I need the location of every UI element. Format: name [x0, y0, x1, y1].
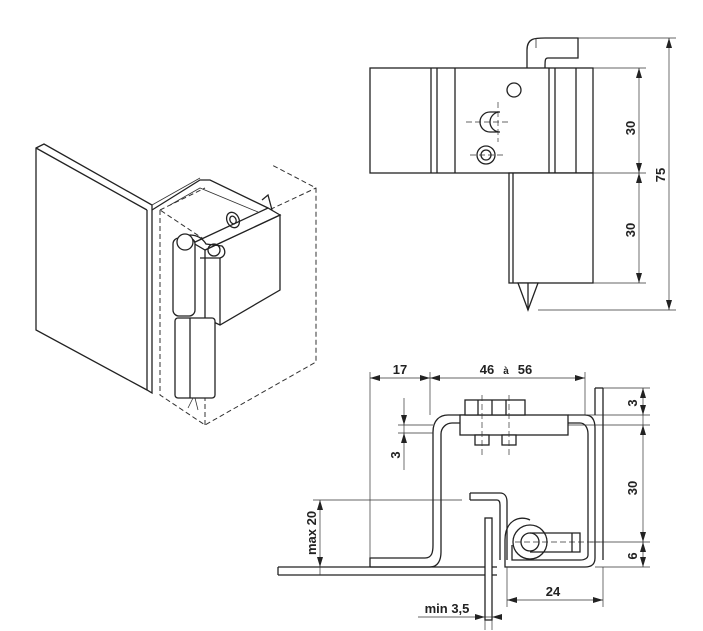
pin-head-icon — [176, 233, 194, 251]
dim-range-max: 56 — [518, 362, 532, 377]
section-view: 17 46 à 56 3 3 30 6 max 20 24 min 3,5 — [277, 362, 650, 630]
door-leaf — [470, 492, 508, 560]
slot-hole — [479, 111, 501, 133]
dim-height-top: 30 — [623, 121, 638, 135]
dim-min-thickness: min 3,5 — [425, 601, 470, 616]
dim-range-min: 46 — [480, 362, 494, 377]
dim-height-bottom: 30 — [623, 223, 638, 237]
wall-strip — [484, 517, 493, 621]
dim-height-total: 75 — [653, 168, 668, 182]
round-hole — [476, 145, 496, 165]
dim-vertical-30: 30 — [625, 481, 640, 495]
dim-max-20: max 20 — [304, 511, 319, 555]
door-panel — [35, 143, 153, 395]
front-view: 30 30 75 — [369, 37, 676, 312]
isometric-hinge-view — [35, 143, 317, 426]
dim-range-word: à — [503, 366, 509, 377]
pin-hook — [526, 37, 579, 69]
dim-width-24: 24 — [546, 584, 561, 599]
right-bracket — [504, 414, 596, 568]
dim-gap-left-3: 3 — [388, 451, 403, 458]
dim-edge-6: 6 — [625, 552, 640, 559]
left-bracket — [369, 414, 466, 567]
dim-offset-17: 17 — [393, 362, 407, 377]
front-knuckle — [508, 172, 594, 284]
mounting-plate — [459, 414, 569, 436]
dim-gap-top-3: 3 — [625, 399, 640, 406]
